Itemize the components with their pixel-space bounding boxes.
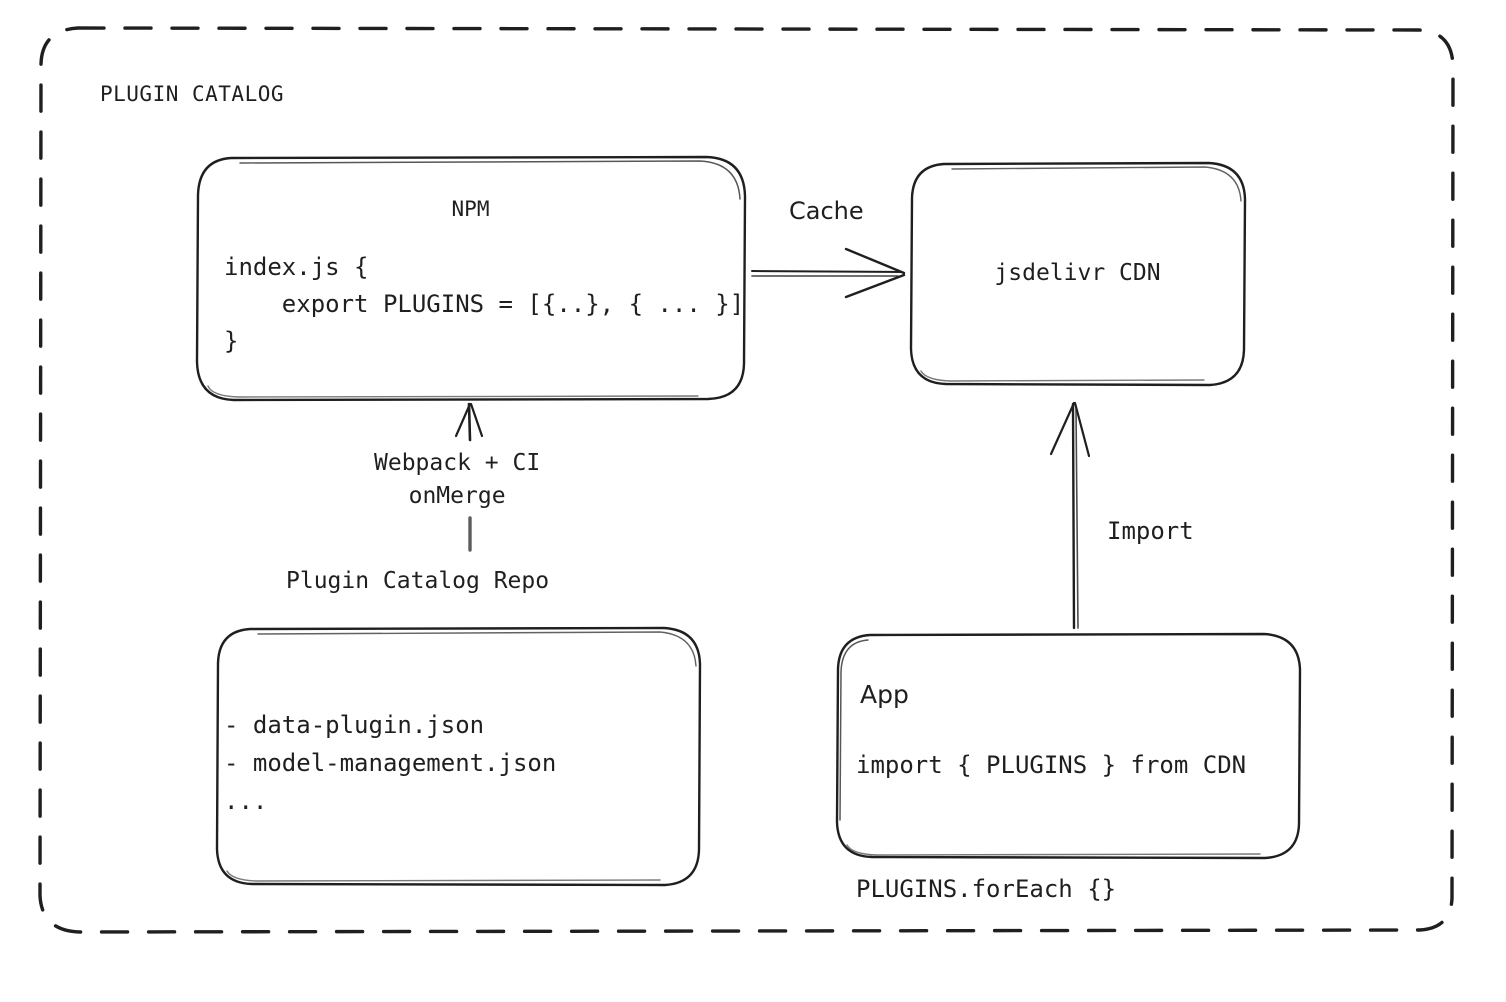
- app-node[interactable]: App import { PLUGINS } from CDN PLUGINS.…: [836, 634, 1300, 903]
- npm-node-title: NPM: [451, 197, 490, 221]
- cache-edge-label: Cache: [789, 197, 864, 225]
- import-edge-label: Import: [1107, 517, 1194, 545]
- import-arrow: [1049, 401, 1091, 630]
- build-edge-label: Webpack + CI onMerge: [374, 450, 541, 509]
- cdn-node-title: jsdelivr CDN: [994, 260, 1161, 286]
- cdn-node[interactable]: jsdelivr CDN: [910, 163, 1245, 385]
- app-node-title: App: [860, 680, 909, 709]
- app-node-code: import { PLUGINS } from CDN PLUGINS.forE…: [856, 751, 1247, 903]
- cache-arrow: [751, 247, 906, 299]
- npm-node[interactable]: NPM index.js { export PLUGINS = [{..}, {…: [196, 157, 745, 400]
- repo-node-caption: Plugin Catalog Repo: [286, 568, 550, 594]
- npm-node-code: index.js { export PLUGINS = [{..}, { ...…: [224, 253, 745, 355]
- page-title: PLUGIN CATALOG: [100, 82, 285, 106]
- repo-file-list: - data-plugin.json - model-management.js…: [224, 711, 557, 815]
- repo-node[interactable]: - data-plugin.json - model-management.js…: [216, 628, 700, 885]
